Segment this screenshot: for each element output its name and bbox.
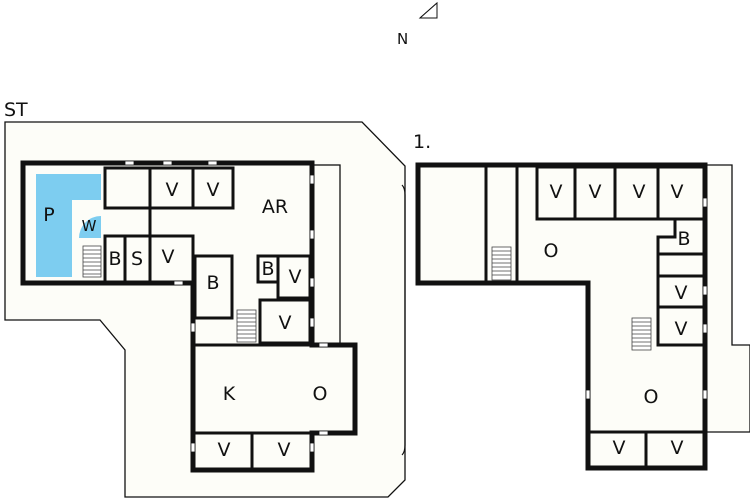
room-label-bed: V bbox=[278, 439, 291, 461]
room-label-bed: V bbox=[550, 181, 563, 203]
bedroom bbox=[191, 166, 235, 210]
room-label-living: O bbox=[313, 383, 328, 405]
kitchen-living bbox=[191, 343, 357, 435]
room-label-living: O bbox=[544, 240, 559, 262]
room-label-bed: V bbox=[671, 437, 684, 459]
room-label-kitchen: K bbox=[223, 383, 236, 405]
room-label-bed: V bbox=[675, 282, 688, 304]
room-label-living: O bbox=[644, 386, 659, 408]
room-label-bed: V bbox=[675, 318, 688, 340]
room-label-bed: V bbox=[162, 246, 175, 268]
room-label-activity: AR bbox=[262, 196, 288, 218]
room-label-bed: V bbox=[633, 181, 646, 203]
room-label-pool: P bbox=[43, 204, 54, 226]
pool bbox=[36, 174, 101, 277]
room-label-bath: B bbox=[677, 228, 690, 250]
roof-outline bbox=[401, 184, 406, 456]
first-floor-interior bbox=[418, 165, 705, 468]
balcony-first bbox=[704, 164, 750, 433]
room-label-bed: V bbox=[166, 179, 179, 201]
stairs-icon bbox=[236, 309, 257, 343]
exterior-wall-first bbox=[415, 162, 708, 471]
floor-label-ground: ST bbox=[4, 99, 28, 121]
bedroom bbox=[148, 166, 195, 210]
room-label-sauna: S bbox=[131, 248, 143, 270]
windows bbox=[585, 197, 708, 400]
stairs-icon bbox=[631, 317, 652, 351]
room-label-bed: V bbox=[589, 181, 602, 203]
room-label-bed: V bbox=[613, 437, 626, 459]
room-label-bed: V bbox=[279, 312, 292, 334]
room-label-bath: B bbox=[206, 272, 219, 294]
room-label-bed: V bbox=[218, 439, 231, 461]
room-label-bed: V bbox=[289, 266, 302, 288]
room-label-bath: B bbox=[261, 258, 274, 280]
storage-room bbox=[103, 166, 152, 210]
floor-label-first: 1. bbox=[413, 131, 431, 153]
windows bbox=[124, 160, 329, 453]
bedroom bbox=[148, 234, 195, 285]
stairs-icon bbox=[491, 246, 512, 281]
bedroom bbox=[276, 254, 312, 300]
room-label-bed: V bbox=[207, 179, 220, 201]
balcony-ground bbox=[311, 164, 341, 346]
compass-label: N bbox=[397, 30, 408, 48]
stairs-icon bbox=[82, 245, 102, 278]
room-label-whirlpool: W bbox=[82, 217, 97, 235]
compass-icon bbox=[418, 1, 438, 19]
whirlpool bbox=[79, 216, 101, 238]
room-label-bed: V bbox=[671, 181, 684, 203]
room-label-bath: B bbox=[108, 248, 121, 270]
